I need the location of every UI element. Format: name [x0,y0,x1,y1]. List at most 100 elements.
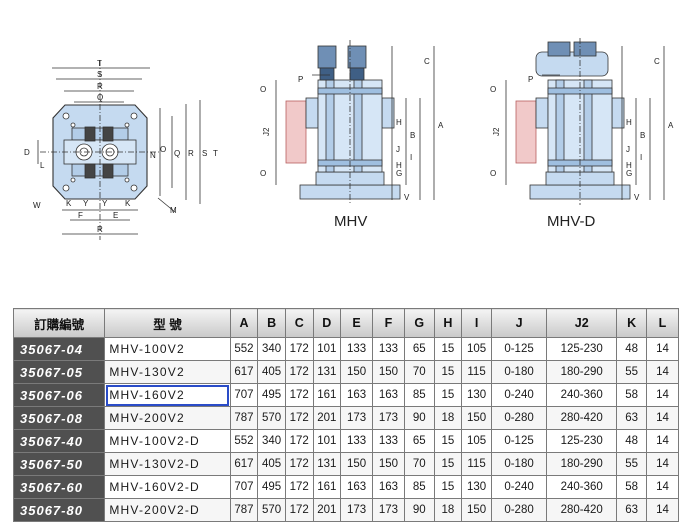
order-number-cell: 35067-50 [12,452,106,476]
svg-text:P: P [298,75,303,84]
dimension-cell: 173 [371,498,405,522]
dimension-cell: 101 [312,429,342,453]
svg-text:Q: Q [97,93,103,102]
model-cell: MHV-100V2-D [104,429,231,453]
dimension-cell: 163 [371,475,405,499]
dimension-cell: 405 [257,360,286,384]
dimension-cell: 14 [646,452,679,476]
order-number-cell: 35067-08 [12,406,106,430]
dimension-cell: 570 [257,406,286,430]
order-number-cell: 35067-80 [12,498,106,522]
dimension-cell: 15 [433,429,463,453]
dimension-cell: 617 [229,360,259,384]
model-cell: MHV-160V2-D [104,475,231,499]
dimension-cell: 63 [616,406,647,430]
dimension-cell: 240-360 [546,383,618,407]
svg-text:J: J [396,145,400,154]
dimension-cell: 173 [340,406,373,430]
mhvd-caption: MHV-D [547,213,596,230]
dimension-cell: 172 [284,383,314,407]
column-header: I [461,308,492,338]
svg-text:C: C [424,57,430,66]
svg-text:G: G [396,169,402,178]
dimension-cell: 55 [616,360,647,384]
dimension-cell: 163 [371,383,405,407]
dimension-cell: 101 [312,337,342,361]
column-header: D [312,308,342,338]
dimension-cell: 48 [616,429,647,453]
model-cell: MHV-200V2-D [104,498,231,522]
svg-text:H: H [626,118,632,127]
dimension-cell: 161 [312,383,342,407]
dimension-cell: 172 [284,498,314,522]
dimension-cell: 70 [403,452,435,476]
svg-text:V: V [634,193,640,202]
svg-text:T: T [97,59,102,68]
svg-text:I: I [410,153,412,162]
column-header: J2 [546,308,618,338]
dimension-cell: 131 [312,360,342,384]
svg-text:G: G [626,169,632,178]
svg-text:F: F [78,211,83,220]
dimension-cell: 150 [340,452,373,476]
dimension-cell: 90 [403,406,435,430]
svg-text:B: B [640,131,645,140]
dimension-cell: 201 [312,498,342,522]
svg-text:W: W [33,201,41,210]
svg-text:O: O [160,145,166,154]
dimension-cell: 15 [433,452,463,476]
dimension-cell: 172 [284,406,314,430]
dimension-cell: 150 [461,498,492,522]
dimension-cell: 552 [229,337,259,361]
model-cell: MHV-130V2-D [104,452,231,476]
mhvd-front-drawing [505,38,665,205]
svg-text:C: C [654,57,660,66]
svg-text:I: I [640,153,642,162]
svg-text:P: P [528,75,533,84]
dimension-cell: 0-180 [490,360,548,384]
svg-text:O: O [490,85,496,94]
dimension-cell: 495 [257,383,286,407]
dimension-cell: 240-360 [546,475,618,499]
svg-text:D: D [24,148,30,157]
dimension-cell: 130 [461,383,492,407]
dimension-cell: 65 [403,337,435,361]
dimension-cell: 55 [616,452,647,476]
svg-text:K: K [66,199,72,208]
svg-text:R: R [97,82,103,91]
dimension-cell: 15 [433,475,463,499]
dimension-cell: 707 [229,383,259,407]
column-header: J [490,308,548,338]
column-header: A [229,308,259,338]
dimension-cell: 15 [433,360,463,384]
svg-text:H: H [626,161,632,170]
dimension-cell: 15 [433,337,463,361]
svg-text:K: K [125,199,131,208]
dimension-cell: 787 [229,406,259,430]
selected-model-cell: MHV-160V2 [104,383,231,407]
column-header: H [433,308,463,338]
dimension-cell: 172 [284,429,314,453]
model-cell: MHV-100V2 [104,337,231,361]
column-header: 型 號 [104,308,231,338]
dimension-cell: 65 [403,429,435,453]
dimension-cell: 570 [257,498,286,522]
order-number-cell: 35067-04 [12,337,106,361]
svg-text:R: R [188,149,194,158]
dimension-cell: 85 [403,383,435,407]
dimension-cell: 0-280 [490,406,548,430]
column-header: L [646,308,679,338]
svg-text:H: H [396,118,402,127]
table-header-row: 訂購編號 型 號 A B C D E F G H I J J2 K L [12,308,679,338]
dimension-cell: 495 [257,475,286,499]
dimension-cell: 131 [312,452,342,476]
dimension-cell: 172 [284,452,314,476]
dimension-cell: 14 [646,406,679,430]
